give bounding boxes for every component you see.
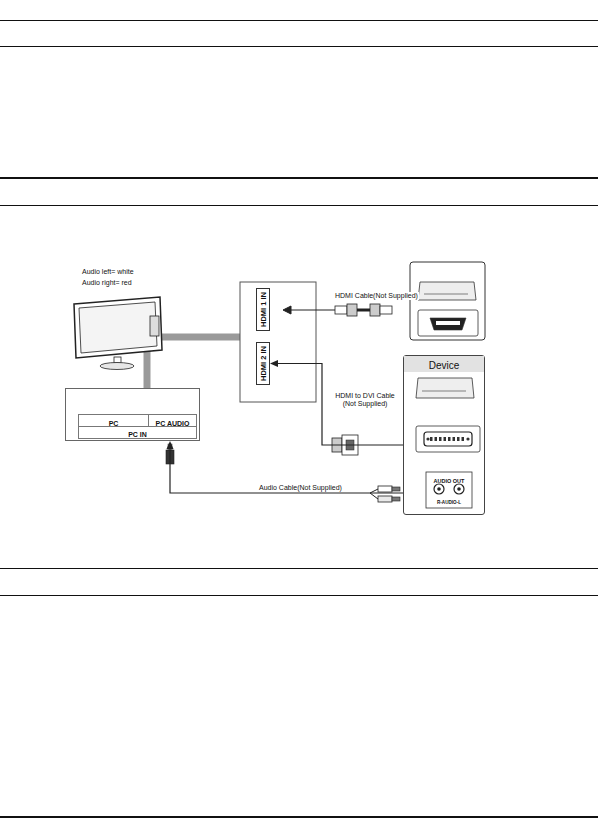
- cable-label: Audio Cable(Not Supplied): [258, 484, 343, 492]
- dvi-pin: [453, 437, 456, 441]
- cable-connector: [167, 441, 404, 493]
- port-label: HDMI 1 IN: [259, 292, 268, 327]
- dvi-pin: [444, 437, 447, 441]
- dvi-port: [424, 432, 472, 446]
- dvi-pin: [439, 437, 442, 441]
- disc-tray: [422, 391, 466, 392]
- rca-jack: [437, 487, 441, 491]
- rca-jack: [454, 484, 464, 494]
- annotation: Audio left= white: [82, 268, 134, 276]
- player-body: [416, 378, 474, 398]
- device-illustration: [404, 356, 484, 514]
- device-title: Device: [429, 360, 460, 372]
- cable-label: HDMI to DVI Cable (Not Supplied): [330, 392, 400, 408]
- cable-line: [170, 448, 403, 493]
- panel-text: PC: [109, 418, 119, 429]
- dvi-pin: [462, 437, 465, 441]
- dvi-pin: [457, 437, 460, 441]
- annotation: Audio right= red: [82, 279, 132, 287]
- annotation: HDMI Cable(Not Supplied): [334, 292, 419, 300]
- device-header: [404, 356, 484, 372]
- pc-table: PC PC AUDIO PC IN: [78, 414, 197, 439]
- arrowhead: [270, 360, 278, 367]
- tv-illustration: [74, 297, 162, 370]
- dvi-pin: [430, 437, 433, 441]
- dvi-screw: [426, 437, 429, 440]
- port-label: AUDIO OUT: [434, 478, 465, 486]
- table-cell: PC AUDIO: [149, 415, 196, 427]
- table-cell: PC IN: [79, 427, 196, 438]
- dvi-pin: [448, 437, 451, 441]
- rca-jack: [434, 484, 444, 494]
- hdmi-panel: [240, 282, 316, 402]
- text-holder: AUDIO OUT: [426, 474, 472, 486]
- arrowhead: [167, 441, 174, 449]
- cable-connector: [270, 360, 403, 445]
- rca-jack: [457, 487, 461, 491]
- port-label: R-AUDIO-L: [437, 500, 461, 507]
- hdmi-cable: [283, 304, 392, 316]
- rca-plugs: [370, 486, 400, 502]
- port-label-box: HDMI 2 IN: [256, 342, 270, 385]
- device-box: DeviceAUDIO OUT R-AUDIO-L: [403, 355, 485, 515]
- table-cell: PC: [79, 415, 149, 427]
- page-rules: [0, 21, 598, 818]
- dvi-port-frame: [416, 426, 480, 452]
- pc-input-panel: PC PC AUDIO PC IN: [65, 388, 200, 441]
- text-holder: R-AUDIO-L: [426, 496, 472, 507]
- hdmi-source-device: [410, 262, 485, 340]
- audio-out-frame: [426, 472, 472, 508]
- port-label: HDMI 2 IN: [259, 346, 268, 381]
- panel-text: PC AUDIO: [156, 418, 190, 429]
- port-label-box: HDMI 1 IN: [256, 288, 270, 331]
- panel-text: PC IN: [128, 430, 147, 440]
- text-holder: Device: [404, 358, 484, 372]
- dvi-screw: [466, 437, 469, 440]
- cable-line: [277, 364, 403, 446]
- dvi-pin: [435, 437, 438, 441]
